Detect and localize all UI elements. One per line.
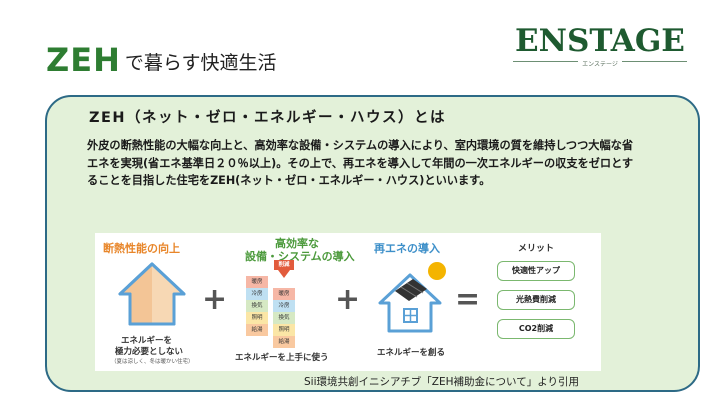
stack-block-heating-after: 暖房: [273, 288, 295, 300]
page-title: ZEH で暮らす快適生活: [46, 36, 276, 78]
insulation-heading: 断熱性能の向上: [103, 242, 180, 255]
equals-operator: =: [455, 282, 481, 317]
citation: Sii環境共創イニシアチブ「ZEH補助金について」より引用: [304, 376, 579, 388]
renewable-caption: エネルギーを創る: [377, 348, 446, 358]
reduction-tag: 削減: [274, 260, 294, 270]
zeh-diagram: 断熱性能の向上 エネルギーを 極力必要としない （夏は涼しく、冬は暖かい住宅） …: [95, 233, 601, 371]
merit-co2: CO2削減: [497, 319, 575, 339]
stack-block-cooling: 冷房: [246, 288, 268, 300]
page-title-zeh: ZEH: [46, 41, 121, 79]
logo-subtitle: エンステージ: [505, 59, 695, 68]
zeh-description: 外皮の断熱性能の大幅な向上と、高効率な設備・システムの導入により、室内環境の質を…: [87, 139, 634, 187]
renewable-heading: 再エネの導入: [374, 242, 440, 255]
stack-block-lighting-after: 照明: [273, 324, 295, 336]
stack-block-lighting: 照明: [246, 312, 268, 324]
equipment-heading-line2: 設備・システムの導入: [245, 250, 355, 263]
insulation-note: （夏は涼しく、冬は暖かい住宅）: [111, 359, 194, 365]
merit-utility-cost: 光熱費削減: [497, 290, 575, 310]
page-title-rest: で暮らす快適生活: [124, 52, 277, 74]
merits-title: メリット: [518, 244, 555, 254]
enstage-logo: ENSTAGE エンステージ: [505, 24, 695, 72]
stack-block-hotwater: 給湯: [246, 324, 268, 336]
insulation-caption-line2: 極力必要としない: [115, 347, 184, 357]
solar-house-icon: [378, 262, 446, 333]
logo-wordmark: ENSTAGE: [515, 23, 685, 59]
stack-block-ventilation: 換気: [246, 300, 268, 312]
plus-operator-1: +: [202, 282, 228, 317]
insulation-caption-line1: エネルギーを: [121, 336, 173, 346]
merit-comfort: 快適性アップ: [497, 261, 575, 281]
insulated-house-icon: [118, 262, 186, 326]
zeh-explanation-panel: ZEH（ネット・ゼロ・エネルギー・ハウス）とは 外皮の断熱性能の大幅な向上と、高…: [45, 95, 700, 392]
equipment-heading-line1: 高効率な: [275, 237, 319, 250]
logo-subtitle-text: エンステージ: [578, 61, 622, 68]
equipment-caption: エネルギーを上手に使う: [235, 353, 329, 363]
stack-block-cooling-after: 冷房: [273, 300, 295, 312]
plus-operator-2: +: [335, 282, 361, 317]
stack-block-heating: 暖房: [246, 276, 268, 288]
zeh-heading: ZEH（ネット・ゼロ・エネルギー・ハウス）とは: [89, 110, 447, 126]
stack-block-ventilation-after: 換気: [273, 312, 295, 324]
down-arrow-icon: [278, 270, 290, 278]
stack-block-hotwater-after: 給湯: [273, 336, 295, 348]
